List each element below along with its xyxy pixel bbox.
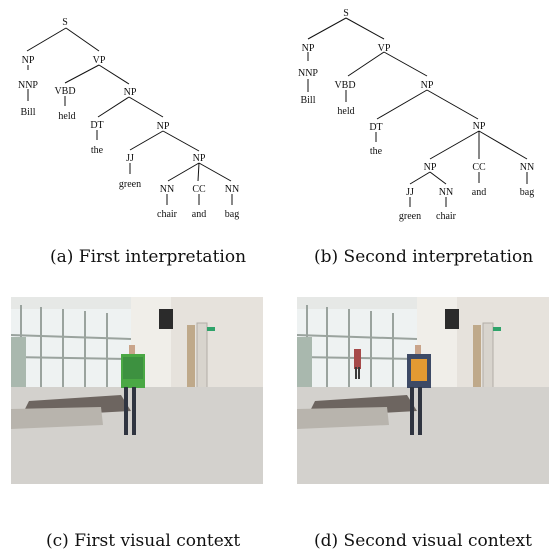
node-np: NP: [302, 43, 315, 54]
caption-a: (a) First interpretation: [50, 247, 247, 267]
node-nn: NN: [520, 162, 534, 173]
caption-b: (b) Second interpretation: [314, 247, 534, 267]
node-np: NP: [421, 80, 434, 91]
word-the: the: [91, 145, 104, 156]
node-np: NP: [22, 55, 35, 66]
hallway-photo-second-context: [297, 297, 549, 484]
caption-c: (c) First visual context: [46, 531, 241, 551]
node-s: S: [343, 8, 349, 19]
word-green: green: [399, 211, 421, 222]
node-np: NP: [157, 121, 170, 132]
node-dt: DT: [90, 120, 103, 131]
node-s: S: [62, 17, 68, 28]
word-and: and: [192, 209, 206, 220]
parse-tree-second-interpretation: S NP VP NNP Bill VBD held NP DT the NP N…: [280, 0, 560, 235]
node-nn: NN: [225, 184, 239, 195]
word-the: the: [370, 146, 383, 157]
node-vp: VP: [378, 43, 391, 54]
node-vp: VP: [93, 55, 106, 66]
word-bag: bag: [225, 209, 239, 220]
parse-tree-first-interpretation: S NP VP NNP Bill VBD held NP DT the NP J…: [0, 0, 280, 235]
hallway-photo-first-context: [11, 297, 263, 484]
word-bill: Bill: [300, 95, 315, 106]
node-nn: NN: [160, 184, 174, 195]
node-vbd: VBD: [54, 86, 75, 97]
caption-d: (d) Second visual context: [314, 531, 532, 551]
word-green: green: [119, 179, 141, 190]
node-nnp: NNP: [18, 80, 38, 91]
node-nnp: NNP: [298, 68, 318, 79]
node-np: NP: [193, 153, 206, 164]
word-chair: chair: [436, 211, 457, 222]
word-held: held: [337, 106, 354, 117]
node-vbd: VBD: [334, 80, 355, 91]
node-nn: NN: [439, 187, 453, 198]
node-np: NP: [124, 87, 137, 98]
word-bag: bag: [520, 187, 534, 198]
word-chair: chair: [157, 209, 178, 220]
node-np: NP: [473, 121, 486, 132]
node-cc: CC: [472, 162, 486, 173]
node-np: NP: [424, 162, 437, 173]
word-and: and: [472, 187, 486, 198]
word-held: held: [58, 111, 75, 122]
node-jj: JJ: [126, 153, 134, 164]
node-cc: CC: [192, 184, 206, 195]
node-jj: JJ: [406, 187, 414, 198]
node-dt: DT: [369, 122, 382, 133]
word-bill: Bill: [20, 107, 35, 118]
